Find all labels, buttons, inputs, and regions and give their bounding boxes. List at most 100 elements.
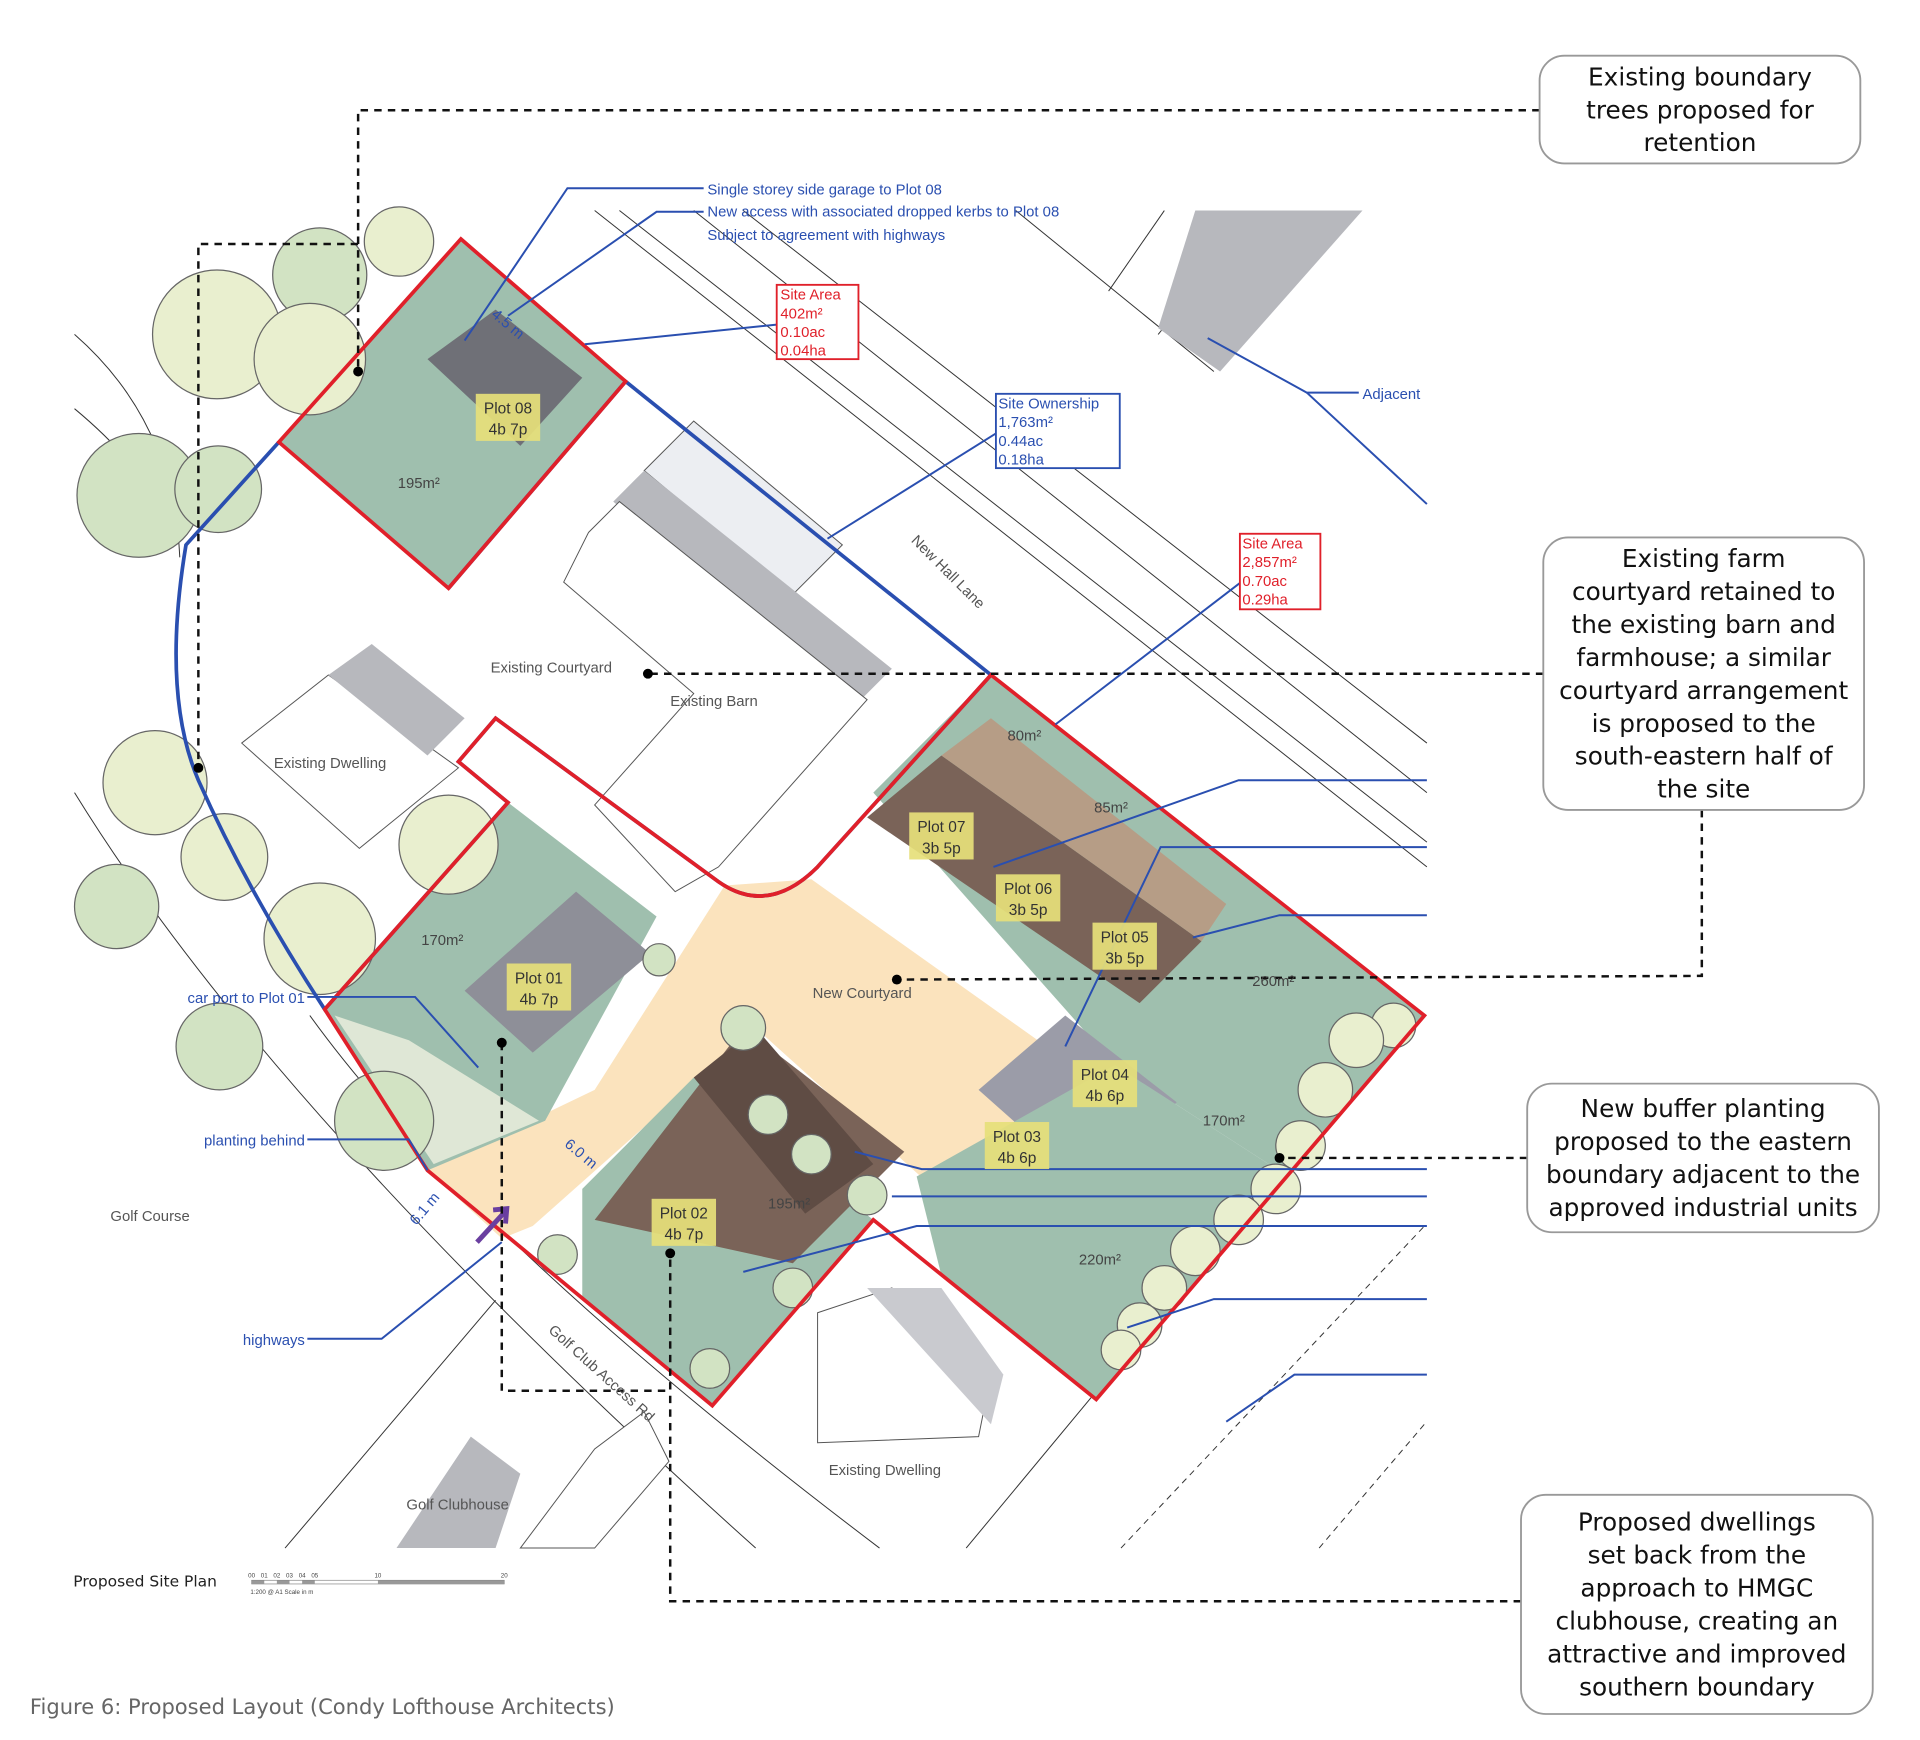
plot-label: Plot 04 4b 6p (1072, 1060, 1138, 1108)
svg-text:Existing Courtyard: Existing Courtyard (491, 660, 612, 676)
plot-spec: 4b 7p (489, 422, 528, 439)
svg-text:Existing Barn: Existing Barn (670, 694, 758, 710)
callout-line: is proposed to the (1592, 709, 1816, 738)
callout-line: farmhouse; a similar (1576, 643, 1831, 672)
plot-label: Plot 02 4b 7p (651, 1198, 717, 1246)
callout-box: Existing farm courtyard retained to the ex… (1542, 536, 1865, 811)
site-area-boundary-north (276, 236, 629, 591)
callout-box: New buffer planting proposed to the easte… (1526, 1082, 1880, 1234)
garden-area: 85m² (1094, 800, 1128, 816)
plot-name: Plot 03 (993, 1129, 1041, 1146)
svg-text:0.70ac: 0.70ac (1242, 574, 1287, 590)
garden-area: 80m² (1007, 729, 1041, 745)
plot-spec: 4b 7p (520, 991, 559, 1008)
plot-label: Plot 01 4b 7p (506, 963, 572, 1011)
callout-line: approved industrial units (1548, 1193, 1857, 1222)
plot-name: Plot 04 (1081, 1067, 1130, 1084)
garden-area: 260m² (1252, 974, 1294, 990)
figure-caption: Figure 6: Proposed Layout (Condy Lofthou… (30, 1694, 615, 1719)
annotation-carport: car port to Plot 01 (188, 991, 305, 1007)
svg-text:1,763m²: 1,763m² (998, 415, 1053, 431)
scale-tick-label: 10 (374, 1573, 381, 1580)
garden-area-labels: 195m² 170m² 80m² 85m² 260m² 170m² 220m² … (398, 476, 1295, 1268)
callout-line: clubhouse, creating an (1556, 1607, 1839, 1636)
plan-title: Proposed Site Plan (73, 1572, 217, 1590)
scale-bar-segment (377, 1580, 505, 1584)
callout-line: Proposed dwellings (1578, 1508, 1816, 1537)
svg-text:Golf Clubhouse: Golf Clubhouse (406, 1498, 508, 1514)
annotation-adjacent: Adjacent (1362, 387, 1421, 403)
plot-spec: 4b 7p (664, 1227, 703, 1244)
scale-tick-label: 03 (286, 1573, 293, 1580)
callout-line: attractive and improved (1547, 1639, 1846, 1668)
callout-line: boundary adjacent to the (1546, 1160, 1860, 1189)
callout-line: courtyard retained to (1572, 577, 1835, 606)
plot-name: Plot 07 (917, 819, 965, 836)
scale-note: 1:200 @ A1 Scale in m (250, 1589, 313, 1596)
svg-text:Site Ownership: Site Ownership (998, 397, 1099, 413)
scale-tick-label: 05 (311, 1573, 318, 1580)
callout-line: trees proposed for (1586, 95, 1814, 124)
svg-text:0.10ac: 0.10ac (780, 325, 825, 341)
callout-line: the site (1657, 775, 1750, 804)
scale-bar-segment (276, 1580, 290, 1584)
plot-spec: 4b 6p (998, 1150, 1037, 1167)
scale-tick-label: 02 (273, 1573, 280, 1580)
svg-text:2,857m²: 2,857m² (1242, 555, 1297, 571)
annotation-agreement: Subject to agreement with highways (707, 228, 945, 244)
plot-name: Plot 01 (515, 970, 563, 987)
callout-line: courtyard arrangement (1559, 676, 1848, 705)
plot-spec: 3b 5p (922, 840, 961, 857)
scale-tick-label: 20 (501, 1573, 508, 1580)
garden-area: 195m² (768, 1197, 810, 1213)
callout-line: New buffer planting (1581, 1094, 1826, 1123)
plot-label: Plot 08 4b 7p (475, 393, 541, 441)
plot-name: Plot 08 (484, 401, 532, 418)
svg-text:0.29ha: 0.29ha (1242, 592, 1288, 608)
callout-line: the existing barn and (1572, 610, 1836, 639)
scale-tick-label: 04 (299, 1573, 306, 1580)
callout-line: Existing farm (1622, 544, 1786, 573)
callout-line: proposed to the eastern (1554, 1127, 1852, 1156)
dimension-6-1m: 6.1 m (407, 1190, 443, 1229)
svg-text:New Courtyard: New Courtyard (813, 986, 912, 1002)
plot-spec: 4b 6p (1086, 1088, 1125, 1105)
svg-text:Existing Dwelling: Existing Dwelling (274, 756, 386, 772)
svg-text:402m²: 402m² (780, 306, 822, 322)
svg-text:Site Area: Site Area (1242, 537, 1303, 553)
plot-label: Plot 07 3b 5p (909, 812, 974, 860)
annotation-garage: Single storey side garage to Plot 08 (707, 182, 942, 198)
svg-text:Existing Dwelling: Existing Dwelling (829, 1463, 941, 1479)
site-ownership-box: Site Ownership 1,763m² 0.44ac 0.18ha (994, 392, 1121, 470)
annotation-planting: planting behind (204, 1134, 305, 1150)
scale-bar-segment (251, 1580, 265, 1584)
existing-buildings (240, 420, 1004, 1549)
plot-label: Plot 05 3b 5p (1092, 922, 1157, 970)
svg-text:0.18ha: 0.18ha (998, 452, 1044, 468)
garden-area: 170m² (1203, 1114, 1245, 1130)
svg-text:Site Area: Site Area (780, 288, 841, 304)
plot-name: Plot 05 (1101, 929, 1149, 946)
callout-line: set back from the (1588, 1541, 1806, 1570)
svg-text:0.04ha: 0.04ha (780, 343, 826, 359)
scale-tick-label: 00 (248, 1573, 255, 1580)
trees (73, 206, 1417, 1389)
callout-leaders (193, 108, 1704, 1603)
plot-spec: 3b 5p (1105, 951, 1144, 968)
site-area-south-box: Site Area 2,857m² 0.70ac 0.29ha (1238, 532, 1322, 611)
svg-text:0.44ac: 0.44ac (998, 434, 1043, 450)
callout-line: retention (1644, 128, 1757, 157)
callout-line: south-eastern half of (1575, 742, 1834, 771)
annotation-leaders (307, 187, 1428, 1423)
annotation-highways: highways (243, 1333, 305, 1349)
plot-spec: 3b 5p (1009, 902, 1048, 919)
callout-line: southern boundary (1579, 1672, 1815, 1701)
site-area-north-box: Site Area 402m² 0.10ac 0.04ha (775, 283, 860, 361)
plot-name: Plot 02 (660, 1206, 708, 1223)
